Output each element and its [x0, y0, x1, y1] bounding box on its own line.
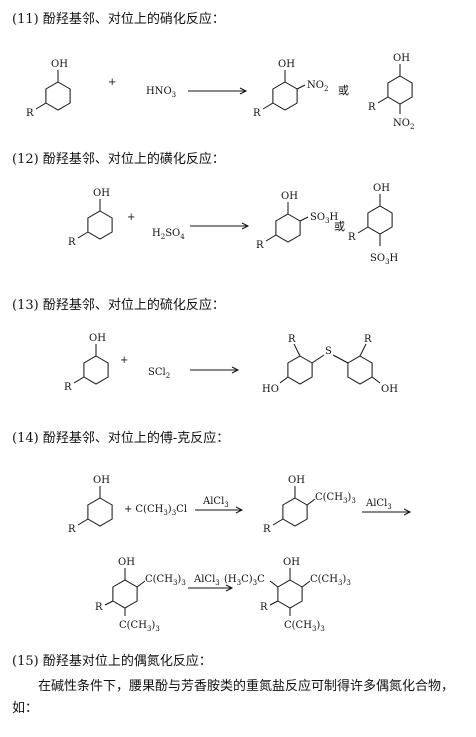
reagent-label: HNO3 — [146, 86, 176, 99]
di-tert-butyl-product: OH C(CH3)3 R C(CH3)3 — [95, 557, 186, 633]
tert-butyl-label: C(CH3)3 — [119, 620, 160, 633]
r-label: R — [68, 524, 76, 535]
nitro-label: NO2 — [393, 118, 414, 131]
sulfurization-scheme: OH R + SCl2 R HO S R OH — [64, 333, 398, 395]
benzene-ring — [83, 355, 109, 385]
phenol-reactant: OH R — [68, 475, 113, 535]
section-12-heading: (12) 酚羟基邻、对位上的磺化反应： — [12, 152, 225, 167]
sulfo-label: SO3H — [370, 253, 399, 266]
section-11-heading: (11) 酚羟基邻、对位上的硝化反应： — [12, 12, 225, 27]
plus-sign: + — [127, 212, 135, 223]
r-label: R — [260, 602, 268, 613]
oh-label: OH — [381, 384, 398, 395]
oh-label: OH — [93, 188, 110, 199]
benzene-ring — [367, 205, 393, 235]
benzene-ring — [87, 210, 113, 240]
catalyst-label: AlCl3 — [365, 498, 392, 511]
r-label: R — [364, 334, 372, 345]
benzene-ring — [87, 497, 113, 527]
mono-tert-butyl-product: OH C(CH3)3 R — [263, 475, 356, 535]
r-label: R — [263, 524, 271, 535]
tert-butyl-label: C(CH3)3 — [315, 492, 356, 505]
catalyst-label: AlCl3 — [202, 496, 229, 509]
ortho-product: OH SO3H R — [256, 191, 339, 251]
oh-label: OH — [51, 59, 68, 70]
sulfur-bridge-label: S — [325, 346, 332, 357]
r-label: R — [64, 382, 72, 393]
r-label: R — [26, 108, 34, 119]
benzene-ring — [287, 355, 313, 385]
benzene-ring — [112, 579, 138, 609]
oh-label: OH — [281, 191, 298, 202]
reagent-label: +C(CH3)3Cl — [124, 504, 187, 517]
oh-label: OH — [118, 557, 135, 568]
or-label: 或 — [338, 84, 349, 97]
sulfo-label: SO3H — [310, 212, 339, 225]
oh-label: OH — [93, 475, 110, 486]
oh-label: OH — [278, 59, 295, 70]
nitration-scheme: OH R + HNO3 OH NO2 R 或 OH R NO2 — [26, 53, 414, 131]
oh-label: OH — [283, 557, 300, 568]
tri-tert-butyl-product: OH C(CH3)3 (H3C)3C R C(CH3)3 — [224, 557, 351, 633]
sulfonation-scheme: OH R + H2SO4 OH SO3H R 或 OH R SO3H — [68, 183, 399, 266]
tert-butyl-label: C(CH3)3 — [284, 620, 325, 633]
benzene-ring — [275, 213, 301, 243]
tert-butyl-label: C(CH3)3 — [310, 574, 351, 587]
friedel-crafts-scheme: OH R +C(CH3)3Cl AlCl3 OH C(CH3)3 R AlCl3… — [68, 475, 412, 633]
phenol-reactant: OH R — [26, 59, 71, 119]
ho-label: HO — [262, 384, 279, 395]
catalyst-label: AlCl3 — [193, 574, 220, 587]
para-product: OH R SO3H — [348, 183, 399, 266]
section-13-heading: (13) 酚羟基邻、对位上的硫化反应： — [12, 298, 225, 313]
benzene-ring — [45, 81, 71, 111]
tert-butyl-label: C(CH3)3 — [145, 574, 186, 587]
phenol-reactant: OH R — [64, 333, 109, 393]
section-14-heading: (14) 酚羟基邻、对位上的傅-克反应： — [12, 431, 230, 446]
oh-label: OH — [89, 333, 106, 344]
r-label: R — [288, 334, 296, 345]
r-label: R — [256, 240, 264, 251]
section-15-heading: (15) 酚羟基对位上的偶氮化反应： — [12, 654, 212, 669]
body-paragraph: 在碱性条件下，腰果酚与芳香胺类的重氮盐反应可制得许多偶氮化合物，如： — [12, 679, 455, 716]
r-label: R — [68, 237, 76, 248]
benzene-ring — [272, 81, 298, 111]
oh-label: OH — [373, 183, 390, 194]
plus-sign: + — [108, 77, 116, 88]
tert-butyl-label-left: (H3C)3C — [224, 574, 265, 587]
oh-label: OH — [288, 475, 305, 486]
bisphenol-sulfide-product: R HO S R OH — [262, 334, 398, 395]
reagent-label: H2SO4 — [152, 228, 185, 241]
benzene-ring — [347, 355, 373, 385]
nitro-label: NO2 — [307, 80, 328, 93]
benzene-ring — [277, 579, 303, 609]
r-label: R — [348, 232, 356, 243]
ortho-product: OH NO2 R — [253, 59, 328, 119]
oh-label: OH — [393, 53, 410, 64]
benzene-ring — [282, 497, 308, 527]
r-label: R — [95, 602, 103, 613]
para-product: OH R NO2 — [368, 53, 414, 131]
r-label: R — [368, 102, 376, 113]
benzene-ring — [387, 75, 413, 105]
r-label: R — [253, 108, 261, 119]
reagent-label: SCl2 — [148, 367, 170, 380]
phenol-reactant: OH R — [68, 188, 113, 248]
plus-sign: + — [120, 355, 128, 366]
or-label: 或 — [334, 220, 345, 233]
